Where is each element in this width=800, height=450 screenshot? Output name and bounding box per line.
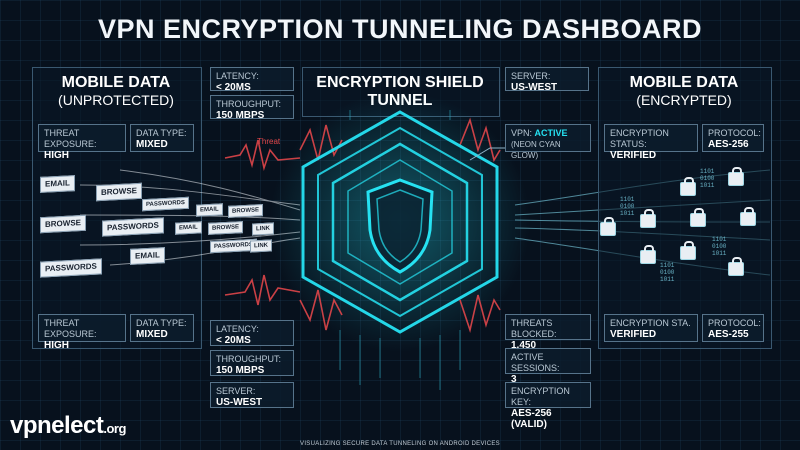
threat-value: HIGH: [44, 340, 69, 351]
active-sessions-value: 3: [511, 374, 517, 385]
threat-label: THREAT EXPOSURE:: [44, 128, 97, 149]
binary-stream: 1101 0100 1011: [712, 236, 727, 257]
throughput-value: 150 MBPS: [216, 110, 265, 121]
throughput-label: THROUGHPUT:: [216, 354, 281, 364]
left-subheading-text: (UNPROTECTED): [58, 92, 174, 108]
type-value: MIXED: [136, 139, 168, 150]
encryption-key-box: ENCRYPTION KEY: AES-256 (VALID): [505, 382, 591, 430]
encryption-status-value: VERIFIED: [610, 150, 657, 161]
vpn-status-value: ACTIVE: [534, 128, 568, 138]
encryption-status-label: ENCRYPTION STA.: [610, 318, 691, 328]
right-protocol-box-top: PROTOCOL: AES-256: [702, 124, 764, 152]
left-threat-box-top: THREAT EXPOSURE: HIGH: [38, 124, 126, 161]
server-box-bottom: SERVER: US-WEST: [210, 382, 294, 408]
protocol-label: PROTOCOL:: [708, 128, 761, 138]
left-type-box-top: DATA TYPE: MIXED: [130, 124, 194, 152]
encryption-key-value: AES-256 (VALID): [511, 408, 552, 430]
throughput-box-top: THROUGHPUT: 150 MBPS: [210, 95, 294, 121]
latency-label: LATENCY:: [216, 324, 259, 334]
latency-box-bottom: LATENCY: < 20MS: [210, 320, 294, 346]
threat-tag: Threat: [257, 137, 281, 146]
server-label: SERVER:: [216, 386, 256, 396]
type-label: DATA TYPE:: [136, 318, 187, 328]
throughput-label: THROUGHPUT:: [216, 99, 281, 109]
protocol-label: PROTOCOL:: [708, 318, 761, 328]
left-heading-text: MOBILE DATA: [61, 74, 171, 91]
vpn-status-note: (NEON CYAN GLOW): [511, 140, 561, 160]
logo-name: vpnelect: [10, 412, 104, 439]
logo-tld: .org: [103, 421, 126, 436]
server-value: US-WEST: [511, 82, 558, 93]
binary-stream: 1101 0100 1011: [660, 262, 675, 283]
threat-waves: [224, 117, 501, 333]
throughput-value: 150 MBPS: [216, 365, 265, 376]
active-sessions-box: ACTIVE SESSIONS: 3: [505, 348, 591, 385]
binary-stream: 1101 0100 1011: [620, 196, 635, 217]
binary-stream: 1101 0100 1011: [700, 168, 715, 189]
threat-value: HIGH: [44, 150, 69, 161]
lock-icon: [728, 257, 744, 276]
type-value: MIXED: [136, 329, 168, 340]
lock-icon: [740, 207, 756, 226]
right-protocol-box-bottom: PROTOCOL: AES-255: [702, 314, 764, 342]
threats-blocked-value: 1,450: [511, 340, 537, 351]
brand-logo[interactable]: vpnelect.org: [10, 412, 126, 440]
encryption-key-label: ENCRYPTION KEY:: [511, 386, 570, 407]
vpn-status-box: VPN: ACTIVE (NEON CYAN GLOW): [505, 124, 591, 160]
lock-icon: [640, 245, 656, 264]
latency-value: < 20MS: [216, 335, 251, 346]
latency-label: LATENCY:: [216, 71, 259, 81]
left-panel-heading: MOBILE DATA (UNPROTECTED): [32, 74, 200, 108]
right-status-box-top: ENCRYPTION STATUS: VERIFIED: [604, 124, 698, 161]
right-panel-heading: MOBILE DATA (ENCRYPTED): [598, 74, 770, 108]
latency-box-top: LATENCY: < 20MS: [210, 67, 294, 93]
protocol-value: AES-255: [708, 329, 749, 340]
threats-blocked-box: THREATS BLOCKED: 1,450: [505, 314, 591, 351]
lock-icon: [600, 217, 616, 236]
protocol-value: AES-256: [708, 139, 749, 150]
page-title: VPN ENCRYPTION TUNNELING DASHBOARD: [97, 14, 703, 44]
shield-icon: [366, 178, 434, 274]
encryption-status-label: ENCRYPTION STATUS:: [610, 128, 669, 149]
active-sessions-label: ACTIVE SESSIONS:: [511, 352, 560, 373]
right-subheading-text: (ENCRYPTED): [636, 92, 732, 108]
latency-value: < 20MS: [216, 82, 251, 93]
lock-icon: [690, 208, 706, 227]
lock-icon: [680, 177, 696, 196]
right-heading-text: MOBILE DATA: [629, 74, 739, 91]
vpn-label: VPN:: [511, 128, 533, 138]
hexagon-rings: [301, 110, 499, 334]
lock-icon: [728, 167, 744, 186]
left-type-box-bottom: DATA TYPE: MIXED: [130, 314, 194, 342]
threats-blocked-label: THREATS BLOCKED:: [511, 318, 557, 339]
right-panel: [598, 67, 772, 349]
type-label: DATA TYPE:: [136, 128, 187, 138]
threat-label: THREAT EXPOSURE:: [44, 318, 97, 339]
server-label: SERVER:: [511, 71, 551, 81]
server-value: US-WEST: [216, 397, 263, 408]
lock-icon: [640, 209, 656, 228]
lock-icon: [680, 241, 696, 260]
footer-caption: VISUALIZING SECURE DATA TUNNELING ON AND…: [300, 441, 500, 447]
encryption-status-value: VERIFIED: [610, 329, 657, 340]
right-status-box-bottom: ENCRYPTION STA. VERIFIED: [604, 314, 698, 342]
left-threat-box-bottom: THREAT EXPOSURE: HIGH: [38, 314, 126, 351]
throughput-box-bottom: THROUGHPUT: 150 MBPS: [210, 350, 294, 376]
tunnel-heading-line1: ENCRYPTION SHIELD: [316, 74, 484, 91]
server-box-top: SERVER: US-WEST: [505, 67, 589, 93]
